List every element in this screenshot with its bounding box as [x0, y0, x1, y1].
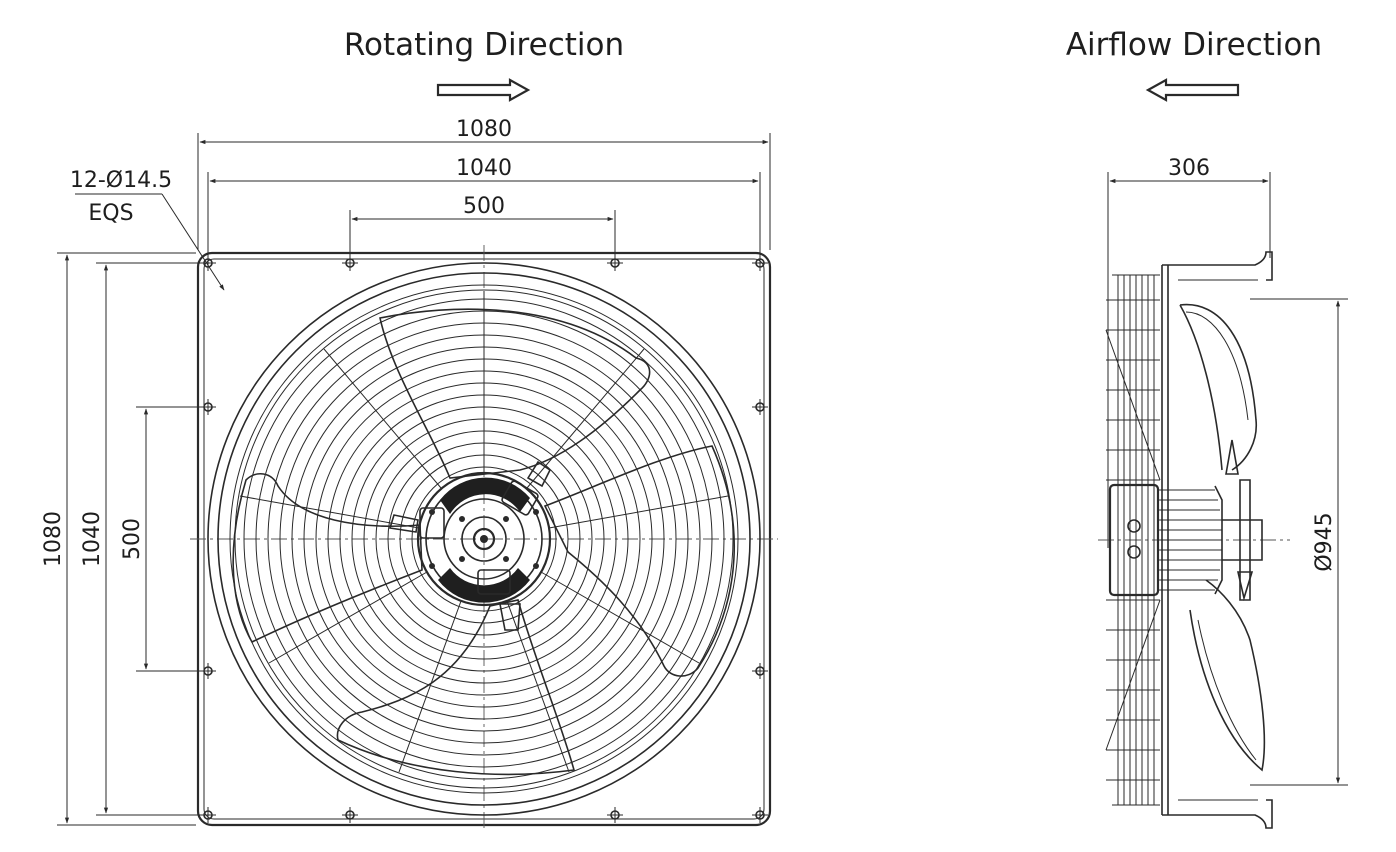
guard-spokes	[239, 291, 729, 773]
fan-blade	[543, 445, 736, 677]
fan-blade	[336, 599, 576, 776]
hole-callout-text: 12-Ø14.5	[70, 168, 172, 193]
venturi-outer-ring	[207, 262, 761, 816]
fan-blade	[232, 473, 423, 644]
motor-fins-side	[1158, 489, 1222, 591]
guard-outer-rim	[229, 284, 739, 794]
dim-text-hole-span-height: 1040	[80, 511, 105, 567]
hole-callout-sub-text: EQS	[88, 201, 133, 226]
front-view: 1080 1040 500 1080 1040 500 12-Ø14.5 EQS	[41, 117, 778, 832]
side-view: 306 Ø945	[1098, 156, 1348, 829]
rotating-direction-label: Rotating Direction	[344, 27, 624, 63]
dim-text-inner-hole-width: 500	[463, 194, 505, 219]
dim-text-inner-hole-height: 500	[120, 518, 145, 560]
mounting-holes	[200, 255, 768, 823]
width-dimensions	[197, 133, 771, 258]
venturi-inner-ring	[217, 272, 751, 806]
dim-text-diameter: Ø945	[1312, 512, 1337, 571]
guard-bars-side	[1105, 274, 1161, 806]
dim-text-overall-width: 1080	[456, 117, 512, 142]
dim-text-overall-height: 1080	[41, 511, 66, 567]
rotating-direction-arrow	[436, 78, 531, 102]
blade-profile-side	[1179, 303, 1266, 772]
airflow-direction-label: Airflow Direction	[1066, 27, 1322, 63]
height-dimensions	[57, 252, 200, 826]
nose-cone-side	[1225, 439, 1254, 602]
airflow-direction-arrow	[1145, 78, 1240, 102]
shaft-side	[1222, 479, 1263, 601]
hole-callout-leader	[161, 193, 225, 291]
motor-hub	[388, 460, 552, 631]
dim-text-depth: 306	[1168, 156, 1210, 181]
dim-text-hole-span-width: 1040	[456, 156, 512, 181]
